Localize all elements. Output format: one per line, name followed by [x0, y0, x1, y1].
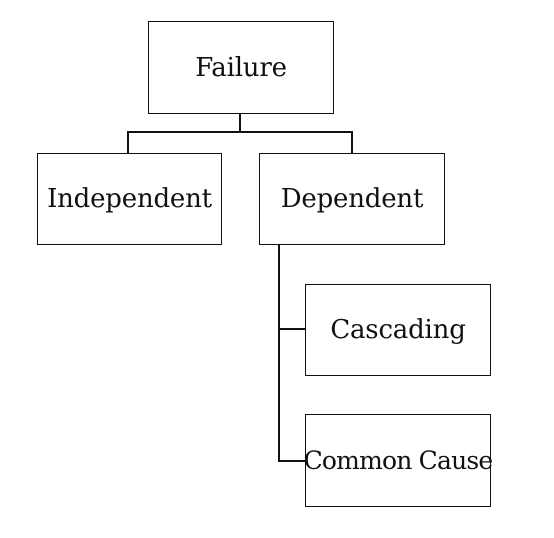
node-common-cause: Common Cause — [303, 414, 494, 507]
node-failure-label: Failure — [195, 52, 287, 83]
node-independent: Independent — [37, 153, 222, 245]
connector-dependent-spine — [278, 244, 280, 461]
connector-to-dependent — [351, 131, 353, 153]
connector-root-down — [239, 113, 241, 132]
node-dependent-label: Dependent — [280, 184, 424, 214]
node-cascading-label: Cascading — [330, 315, 466, 345]
node-common-cause-label: Common Cause — [303, 446, 494, 475]
connector-to-cascading — [278, 328, 306, 330]
node-failure: Failure — [148, 21, 334, 114]
connector-to-independent — [127, 131, 129, 153]
node-dependent: Dependent — [259, 153, 445, 245]
node-independent-label: Independent — [47, 184, 212, 214]
node-cascading: Cascading — [305, 284, 491, 376]
connector-to-common-cause — [278, 460, 306, 462]
connector-root-horizontal — [128, 131, 352, 133]
